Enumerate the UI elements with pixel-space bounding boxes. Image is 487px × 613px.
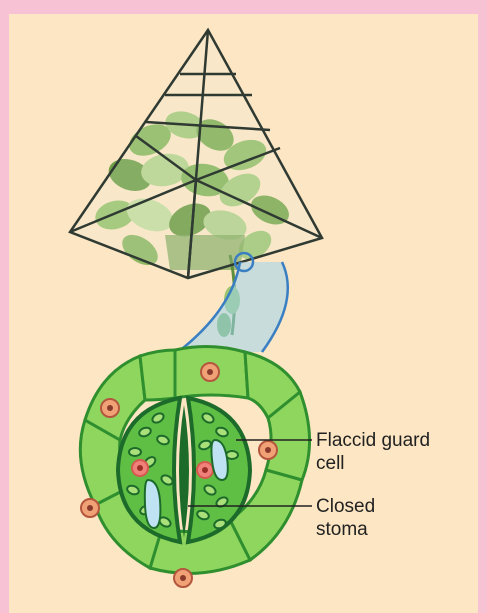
stoma-illustration [80, 346, 312, 587]
guard-cell-label-line1: Flaccid guard [316, 429, 430, 452]
terrarium-frame [70, 30, 322, 278]
closed-stoma-pore [179, 405, 189, 538]
guard-cell-label-line2: cell [316, 452, 430, 475]
guard-cell-label: Flaccid guard cell [316, 429, 430, 475]
stoma-label-line2: stoma [316, 518, 375, 541]
stoma-label-line1: Closed [316, 495, 375, 518]
guard-cells [118, 398, 250, 542]
stoma-label: Closed stoma [316, 495, 375, 541]
